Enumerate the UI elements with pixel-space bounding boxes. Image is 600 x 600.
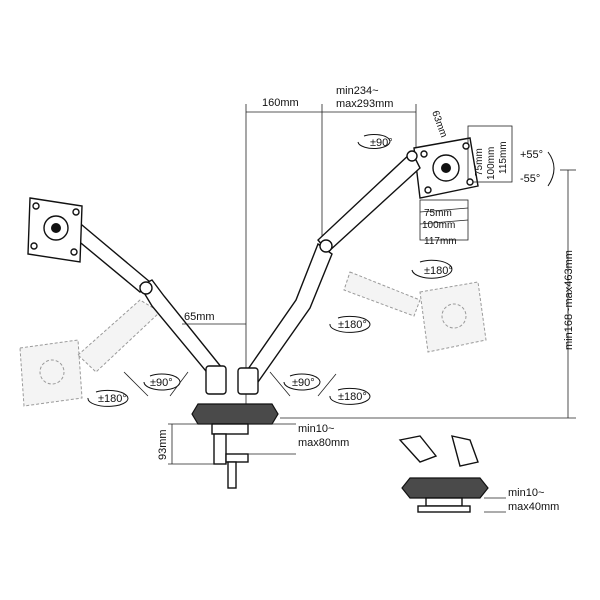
- clamp-height-label: 93mm: [157, 429, 169, 460]
- dim-clamp-range: min10~ max80mm: [248, 423, 349, 455]
- rotation-180-mid: ±180°: [329, 315, 371, 333]
- desk-clamp: [191, 403, 279, 489]
- vesa-diagonal-label: 63mm: [429, 109, 449, 139]
- rotation-90-mid: ±90°: [269, 371, 337, 397]
- rotation-180-bottom-label: ±180°: [338, 391, 367, 403]
- vesa-100-horizontal-label: 100mm: [422, 220, 455, 231]
- rotation-180-mid-label: ±180°: [338, 319, 367, 331]
- vesa-dimensions: 63mm 75mm 100mm 115mm 75mm 100mm 117mm: [413, 109, 513, 247]
- rotation-180-left-label: ±180°: [98, 393, 127, 405]
- vesa-100-vertical-label: 100mm: [486, 147, 497, 180]
- rotation-90-left-label: ±90°: [150, 377, 173, 389]
- dim-clamp-height: 93mm: [157, 423, 214, 465]
- arm-extension-label-2: max293mm: [336, 98, 393, 110]
- rotation-180-left: ±180°: [87, 389, 129, 407]
- height-range-label: min168~max463mm: [563, 250, 575, 350]
- arm-extension-label-1: min234~: [336, 85, 379, 97]
- vesa-75-vertical-label: 75mm: [474, 148, 485, 176]
- dim-height-range: min168~max463mm: [280, 169, 576, 419]
- rotation-90-top: ±90°: [357, 133, 393, 149]
- column-height-label: 65mm: [184, 311, 215, 323]
- left-vesa-plate: [27, 197, 83, 263]
- tilt-up-label: +55°: [520, 149, 543, 161]
- tilt-indicator: +55° -55°: [520, 149, 555, 187]
- rotation-180-right-label: ±180°: [424, 265, 453, 277]
- clamp-range-label-2: max80mm: [298, 437, 349, 449]
- vesa-115-vertical-label: 115mm: [498, 141, 509, 174]
- rotation-90-top-label: ±90°: [370, 137, 393, 149]
- rotation-180-bottom: ±180°: [329, 387, 371, 405]
- left-arm: [69, 218, 227, 395]
- tilt-down-label: -55°: [520, 173, 540, 185]
- dim-arm-extension: min234~ max293mm: [322, 85, 417, 150]
- vesa-117-horizontal-label: 117mm: [424, 236, 457, 247]
- ghost-left-monitor-position: [19, 299, 161, 407]
- dim-column-height: 65mm: [182, 311, 246, 325]
- rotation-180-right: ±180°: [411, 259, 453, 279]
- dim-arm-offset: 160mm: [245, 97, 323, 410]
- ghost-right-monitor-position: [343, 271, 487, 353]
- vesa-75-horizontal-label: 75mm: [424, 208, 452, 219]
- rotation-90-left: ±90°: [123, 371, 189, 397]
- right-arm: [237, 150, 421, 395]
- grommet-range-label-2: max40mm: [508, 501, 559, 513]
- grommet-range-label-1: min10~: [508, 487, 544, 499]
- rotation-90-mid-label: ±90°: [292, 377, 315, 389]
- arm-offset-label: 160mm: [262, 97, 299, 109]
- clamp-range-label-1: min10~: [298, 423, 334, 435]
- grommet-mount-inset: min10~ max40mm: [398, 435, 559, 513]
